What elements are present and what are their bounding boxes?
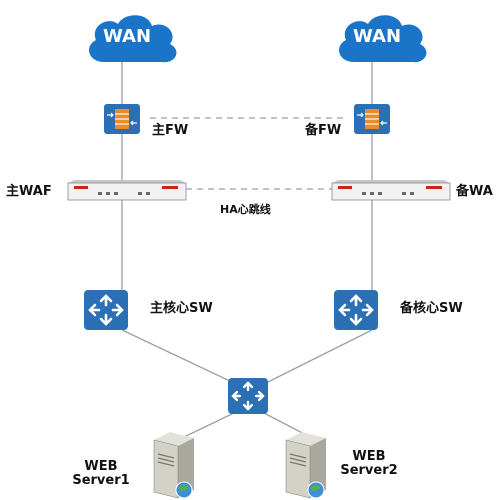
server-icon [285, 432, 326, 499]
server2-label-line1: WEB [352, 449, 386, 464]
firewall-icon [104, 104, 140, 134]
server2-label: WEB Server2 [334, 450, 404, 478]
link-core-backup-access [267, 329, 373, 383]
server2-label-line2: Server2 [340, 463, 398, 478]
server1-label: WEB Server1 [66, 460, 136, 488]
waf-backup-label: 备WA [456, 184, 493, 199]
heartbeat-label: HA心跳线 [220, 203, 271, 216]
firewall-icon [354, 104, 390, 134]
link-core-primary-access [121, 329, 233, 383]
fw-backup-label: 备FW [305, 123, 342, 138]
server-icon [153, 432, 194, 499]
cloud-icon [89, 15, 177, 63]
waf-primary-label: 主WAF [6, 184, 52, 199]
waf-appliance-icon [331, 180, 451, 201]
core-switch-icon [84, 290, 128, 330]
link-access-server1 [181, 411, 237, 439]
cloud-icon [339, 15, 427, 63]
core-sw-primary-label: 主核心SW [150, 301, 213, 316]
waf-appliance-icon [67, 180, 187, 201]
server1-label-line2: Server1 [72, 473, 130, 488]
core-switch-icon [334, 290, 378, 330]
wan-left-label: WAN [103, 26, 152, 47]
access-switch-icon [228, 378, 268, 414]
fw-primary-label: 主FW [152, 123, 189, 138]
server1-label-line1: WEB [84, 459, 118, 474]
wan-right-label: WAN [353, 26, 402, 47]
core-sw-backup-label: 备核心SW [400, 301, 463, 316]
